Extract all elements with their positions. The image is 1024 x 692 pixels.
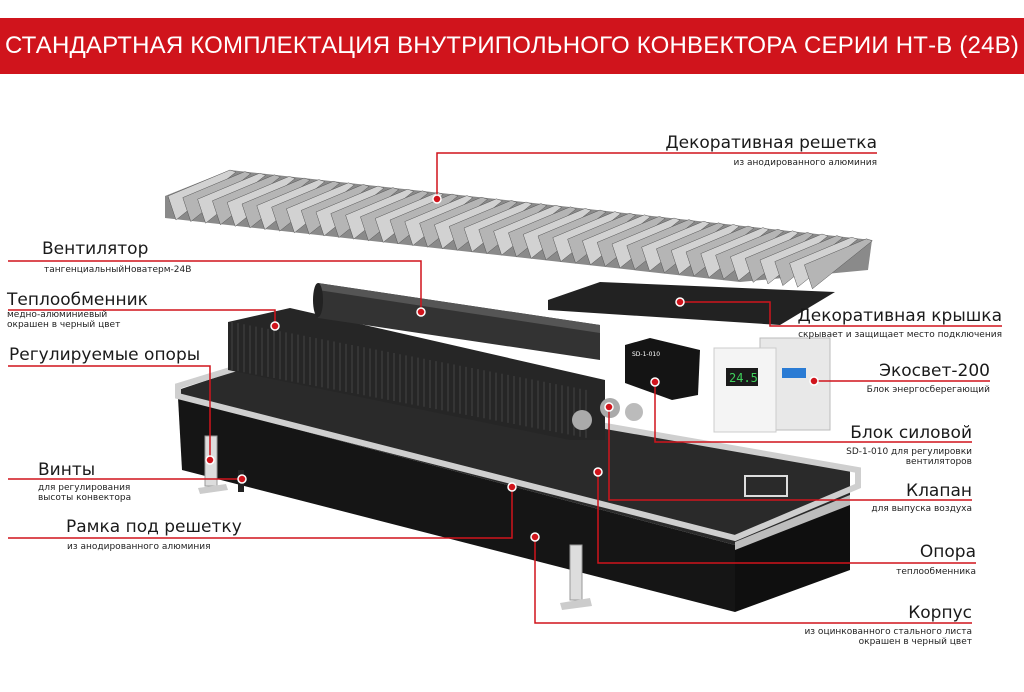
label-legs: Регулируемые опоры (9, 345, 201, 365)
label-frame: Рамка под решетку (66, 517, 242, 537)
label-case-sub1: из оцинкованного стального листа (804, 627, 972, 637)
label-exchanger-sub2: окрашен в черный цвет (7, 320, 121, 330)
label-cover-sub: скрывает и защищает место подключения (798, 330, 1002, 340)
label-fan: Вентилятор (42, 239, 149, 259)
heat-exchanger (228, 308, 643, 440)
svg-text:24.5: 24.5 (729, 371, 758, 385)
label-fan-sub: тангенциальныйНоватерм-24В (44, 265, 192, 275)
decorative-cover-plate (548, 282, 835, 325)
label-support-sub: теплообменника (896, 567, 976, 577)
label-screws-sub2: высоты конвектора (38, 493, 132, 503)
label-power: Блок силовой (850, 423, 972, 443)
power-unit: SD-1-010 (625, 338, 700, 400)
label-screws-sub1: для регулирования (38, 483, 131, 493)
label-frame-sub: из анодированного алюминия (67, 542, 211, 552)
leader-lines (8, 152, 1002, 624)
callout-dots (205, 194, 819, 542)
label-case-sub2: окрашен в черный цвет (858, 637, 972, 647)
ecosvet-thermostat: 24.5 (713, 337, 831, 433)
tangential-fan (313, 283, 600, 360)
label-grille: Декоративная решетка (665, 133, 877, 153)
label-support: Опора (919, 542, 976, 562)
label-power-sub2: вентиляторов (905, 457, 972, 467)
label-grille-sub: из анодированного алюминия (733, 158, 877, 168)
page-title: СТАНДАРТНАЯ КОМПЛЕКТАЦИЯ ВНУТРИПОЛЬНОГО … (4, 32, 1020, 59)
label-cover: Декоративная крышка (797, 306, 1002, 326)
label-power-sub1: SD-1-010 для регулировки (846, 447, 972, 457)
label-ecosvet: Экосвет-200 (879, 361, 990, 381)
label-valve: Клапан (906, 481, 972, 501)
label-screws: Винты (38, 460, 96, 480)
decorative-grille (165, 169, 873, 290)
svg-text:SD-1-010: SD-1-010 (632, 351, 660, 358)
label-case: Корпус (908, 603, 972, 623)
label-exchanger: Теплообменник (7, 290, 148, 310)
label-exchanger-sub1: медно-алюминиевый (7, 310, 108, 320)
label-valve-sub: для выпуска воздуха (871, 504, 972, 514)
header-banner: СТАНДАРТНАЯ КОМПЛЕКТАЦИЯ ВНУТРИПОЛЬНОГО … (0, 18, 1024, 74)
label-ecosvet-sub: Блок энергосберегающий (866, 385, 990, 395)
